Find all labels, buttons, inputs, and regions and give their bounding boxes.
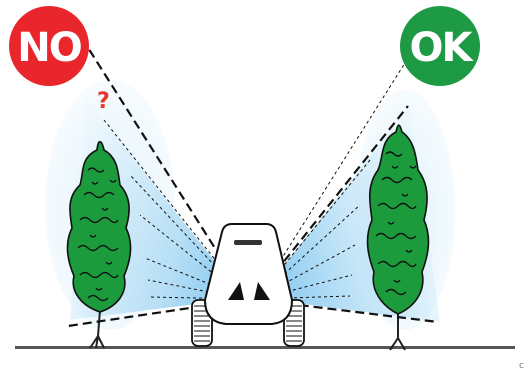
ok-badge: OK (400, 6, 480, 86)
road-line (15, 346, 515, 349)
corner-mark: c (519, 361, 524, 371)
no-label: NO (17, 25, 80, 71)
question-mark: ? (97, 89, 110, 114)
right-tree (366, 124, 430, 351)
left-sensor (228, 282, 244, 300)
robot-mower (191, 223, 305, 347)
no-badge: NO (9, 6, 89, 86)
left-tree (66, 140, 132, 349)
right-sensor (254, 282, 270, 300)
ok-label: OK (410, 25, 475, 71)
